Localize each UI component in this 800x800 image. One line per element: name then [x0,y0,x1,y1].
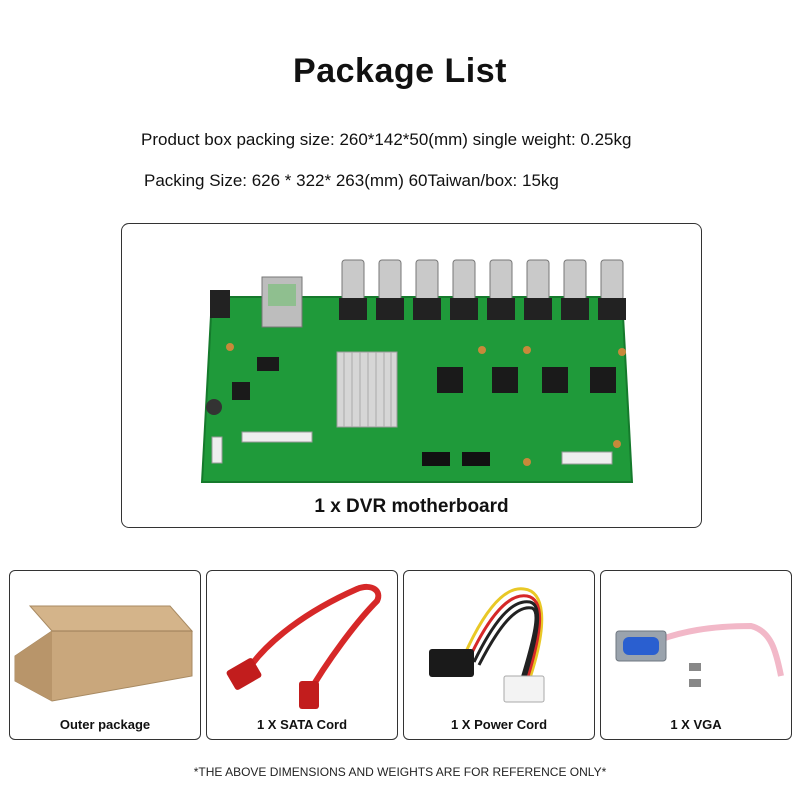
main-product-caption: 1 x DVR motherboard [314,496,509,517]
outer-package-caption: Outer package [59,717,151,732]
accessory-card-vga: 1 X VGA [600,570,792,740]
vga-caption: 1 X VGA [670,717,722,732]
page-title: Package List [293,52,507,90]
vga-connector-icon [615,622,784,687]
main-product-card: 1 x DVR motherboard [121,223,702,528]
accessory-card-sata-cord: 1 X SATA Cord [206,570,398,740]
cardboard-box-icon [14,605,194,702]
sata-cord-caption: 1 X SATA Cord [256,717,348,732]
dvr-motherboard-image [200,259,634,483]
carton-packing-spec: Packing Size: 626 * 322* 263(mm) 60Taiwa… [144,171,559,190]
accessory-card-outer-package: Outer package [9,570,201,740]
power-cable-icon [429,587,545,703]
box-packing-spec: Product box packing size: 260*142*50(mm)… [141,130,632,149]
reference-footnote: *THE ABOVE DIMENSIONS AND WEIGHTS ARE FO… [193,765,607,779]
power-cord-caption: 1 X Power Cord [450,717,548,732]
sata-cable-icon [226,583,382,709]
accessory-card-power-cord: 1 X Power Cord [403,570,595,740]
